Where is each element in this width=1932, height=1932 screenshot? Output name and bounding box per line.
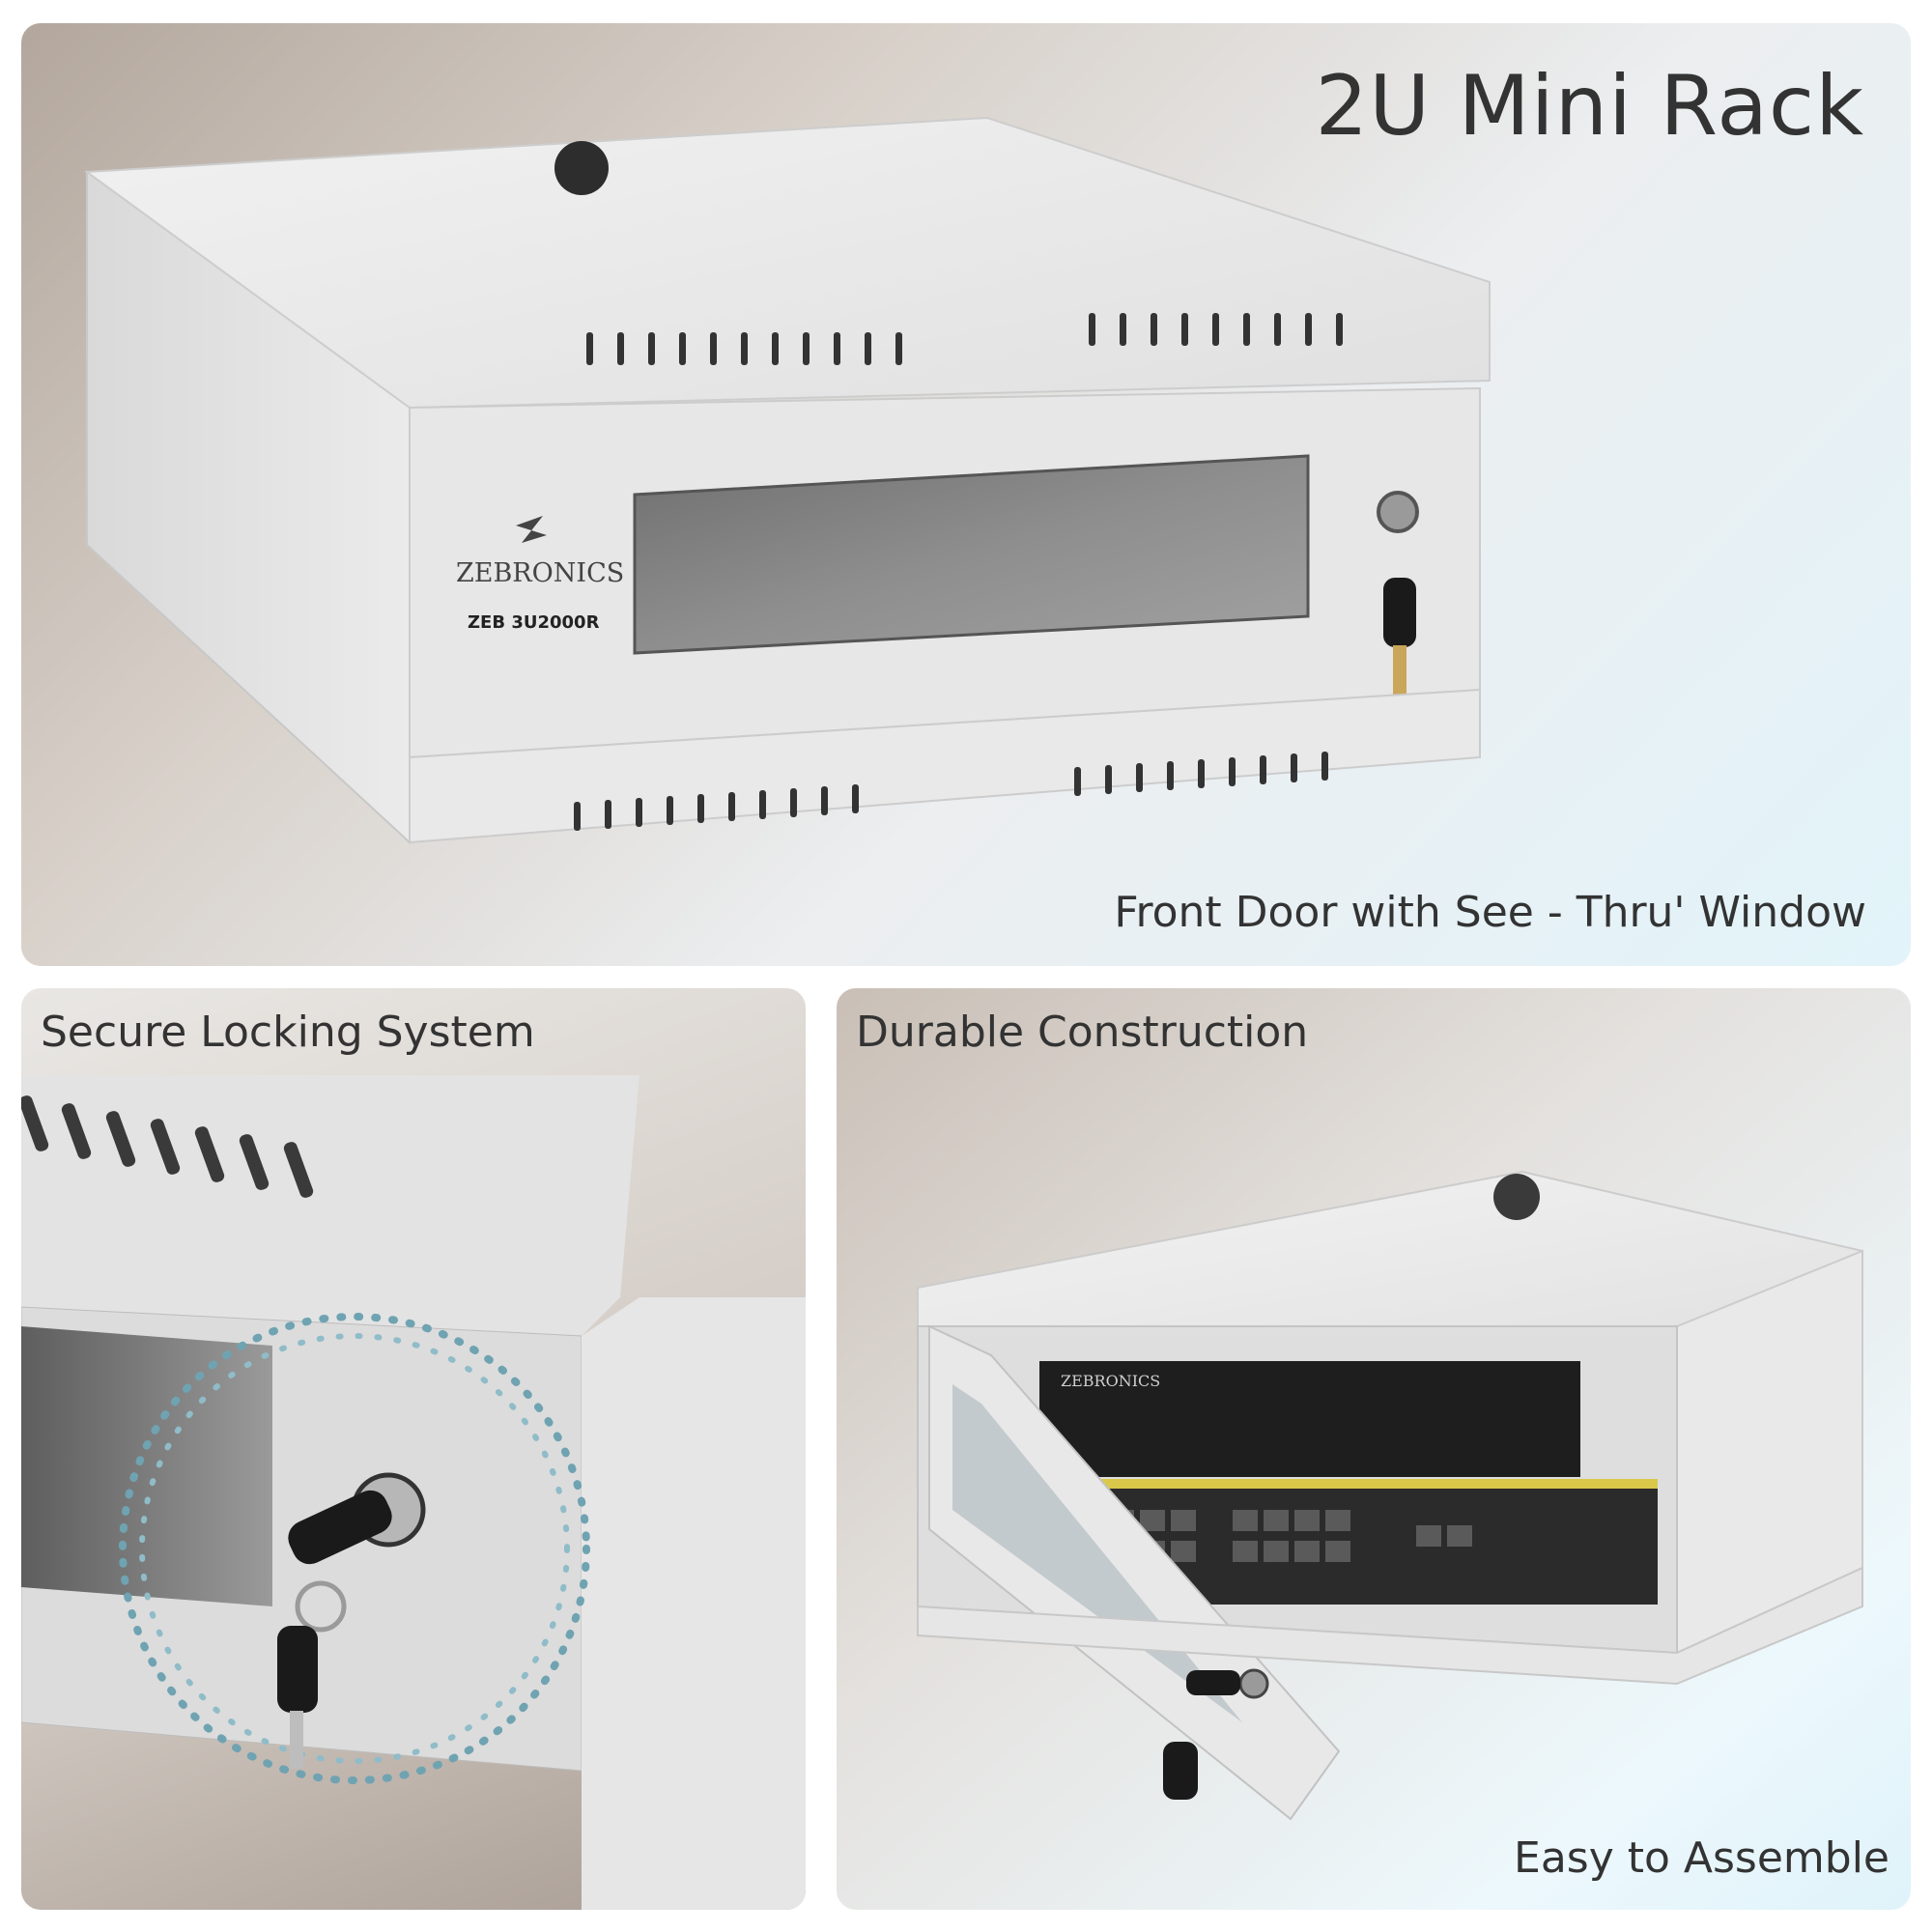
feature-caption-construction: Durable Construction	[856, 1008, 1309, 1057]
vent-slots-closeup	[21, 1095, 314, 1198]
see-thru-window	[633, 454, 1310, 655]
feature-caption-assembly: Easy to Assemble	[1514, 1833, 1889, 1883]
feature-caption-see-thru-window: Front Door with See - Thru' Window	[1114, 888, 1866, 937]
spare-key-icon	[1163, 1742, 1198, 1800]
cabinet-top	[84, 116, 1491, 410]
feature-panel-locking: Secure Locking System	[21, 988, 806, 1910]
key-icon	[288, 1490, 392, 1565]
lock-highlight-ring	[119, 1313, 590, 1784]
cabinet-top-closeup	[21, 1075, 639, 1336]
spare-key-icon	[277, 1626, 318, 1713]
cabinet-bottom-frame	[409, 688, 1481, 844]
feature-panel-construction: ZEBRONICS Durable Construction Easy to A…	[837, 988, 1911, 1910]
feature-caption-locking: Secure Locking System	[41, 1008, 535, 1057]
product-title: 2U Mini Rack	[1315, 58, 1864, 155]
cabinet-side-closeup	[582, 1297, 806, 1910]
model-label: ZEB 3U2000R	[468, 612, 600, 633]
brand-logo-text: ZEBRONICS	[456, 558, 624, 588]
device-brand-text: ZEBRONICS	[1061, 1372, 1160, 1390]
dvr-device	[1039, 1361, 1580, 1477]
top-vent-slots	[586, 313, 1343, 365]
rack-open-door-image: ZEBRONICS	[917, 1170, 1863, 1821]
cable-entry-hole	[554, 141, 609, 195]
cabinet-base-open	[917, 1566, 1863, 1686]
brand-logo	[516, 516, 547, 543]
lock-cylinder	[1238, 1668, 1269, 1699]
bottom-vent-slots	[574, 752, 1328, 831]
lock-cylinder	[1377, 491, 1419, 533]
cable-entry-hole	[1493, 1174, 1540, 1220]
open-front-door	[928, 1324, 1341, 1821]
cabinet-top-open	[917, 1170, 1863, 1327]
rack-cabinet-front-image: ZEBRONICS ZEB 3U2000R	[84, 116, 1491, 845]
key-icon	[1383, 578, 1416, 647]
key-ring	[295, 1580, 347, 1633]
lock-highlight-ring-inner	[139, 1333, 570, 1764]
hero-product-panel: ZEBRONICS ZEB 3U2000R 2U Mini Rack Front…	[21, 23, 1911, 966]
lock-closeup-image	[21, 1075, 806, 1910]
key-icon	[1186, 1670, 1240, 1695]
window-closeup	[21, 1326, 272, 1606]
